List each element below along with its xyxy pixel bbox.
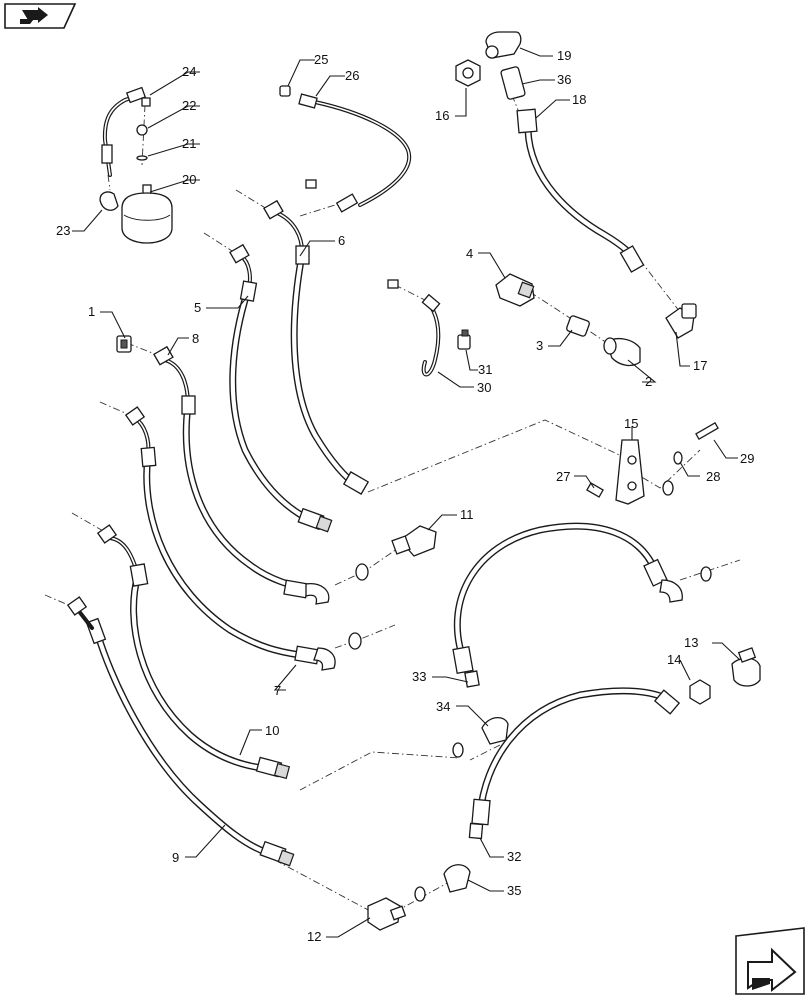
callout-30: 30 xyxy=(477,380,491,395)
callout-17: 17 xyxy=(693,358,707,373)
callout-2: 2 xyxy=(645,374,652,389)
adapter-36 xyxy=(500,66,526,100)
tube-24 xyxy=(101,86,147,177)
flip-view-icon[interactable] xyxy=(4,3,77,29)
callout-29: 29 xyxy=(740,451,754,466)
callout-15: 15 xyxy=(624,416,638,431)
fitting-25 xyxy=(279,85,291,97)
callout-16: 16 xyxy=(435,108,449,123)
hose-33 xyxy=(452,522,683,688)
callout-28: 28 xyxy=(706,469,720,484)
adapter-3 xyxy=(566,315,590,337)
fitting-12 xyxy=(367,897,407,931)
hose-32 xyxy=(468,687,681,840)
callout-7: 7 xyxy=(274,683,281,698)
elbow-2 xyxy=(603,337,641,367)
callout-31: 31 xyxy=(478,362,492,377)
callout-13: 13 xyxy=(684,635,698,650)
fitting-31 xyxy=(457,329,471,350)
hose-7 xyxy=(124,406,336,671)
elbow-35 xyxy=(443,864,471,893)
seal-rings xyxy=(348,480,712,902)
washer-28 xyxy=(673,451,683,465)
hose-10 xyxy=(96,524,291,780)
fitting-13 xyxy=(731,647,761,687)
elbow-19 xyxy=(485,31,522,59)
callout-11: 11 xyxy=(460,507,474,522)
callout-3: 3 xyxy=(536,338,543,353)
leader-lines xyxy=(72,47,741,938)
callout-20: 20 xyxy=(182,172,196,187)
callout-35: 35 xyxy=(507,883,521,898)
fitting-1 xyxy=(116,335,132,353)
callout-4: 4 xyxy=(466,246,473,261)
elbow-34 xyxy=(481,717,509,745)
bracket-15 xyxy=(615,439,645,505)
callout-27: 27 xyxy=(556,469,570,484)
hose-8 xyxy=(153,345,330,605)
tube-30 xyxy=(387,279,441,377)
callout-32: 32 xyxy=(507,849,521,864)
next-page-arrow-icon[interactable] xyxy=(735,927,805,995)
hose-18 xyxy=(516,108,645,273)
hose-9 xyxy=(66,596,295,867)
callout-5: 5 xyxy=(194,300,201,315)
callout-25: 25 xyxy=(314,52,328,67)
elbow-17 xyxy=(665,303,697,339)
fitting-21-22 xyxy=(136,97,151,161)
fitting-23 xyxy=(99,191,119,211)
callout-1: 1 xyxy=(88,304,95,319)
callout-14: 14 xyxy=(667,652,681,667)
callout-12: 12 xyxy=(307,929,321,944)
callout-34: 34 xyxy=(436,699,450,714)
tube-26 xyxy=(298,93,412,213)
hose-6 xyxy=(263,199,370,495)
callout-36: 36 xyxy=(557,72,571,87)
callout-9: 9 xyxy=(172,850,179,865)
callout-6: 6 xyxy=(338,233,345,248)
callout-19: 19 xyxy=(557,48,571,63)
pin-27 xyxy=(586,482,604,498)
hose-5 xyxy=(229,243,333,533)
callout-8: 8 xyxy=(192,331,199,346)
callout-22: 22 xyxy=(182,98,196,113)
nut-14 xyxy=(689,679,711,705)
fitting-11 xyxy=(391,525,437,557)
callout-33: 33 xyxy=(412,669,426,684)
callout-21: 21 xyxy=(182,136,196,151)
fitting-4 xyxy=(495,273,535,307)
accumulator-20 xyxy=(121,184,173,244)
callout-18: 18 xyxy=(572,92,586,107)
callout-labels: 1 2 3 4 5 6 7 8 9 10 11 12 13 14 15 16 1… xyxy=(56,48,754,944)
nut-16 xyxy=(455,59,481,87)
callout-10: 10 xyxy=(265,723,279,738)
bolt-29 xyxy=(695,422,719,440)
callout-23: 23 xyxy=(56,223,70,238)
callout-24: 24 xyxy=(182,64,196,79)
callout-26: 26 xyxy=(345,68,359,83)
